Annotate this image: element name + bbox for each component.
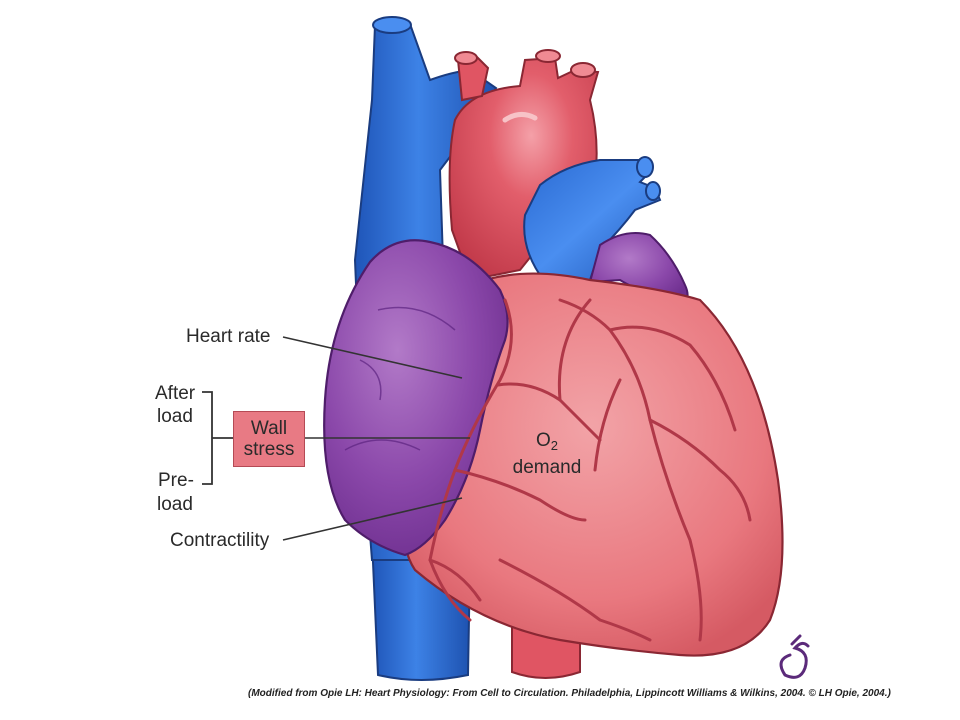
label-demand: demand <box>512 457 582 478</box>
aorta <box>448 56 600 282</box>
label-pre-load-1: Pre- <box>158 470 194 491</box>
coronary-arteries <box>428 298 752 642</box>
svc-opening <box>372 16 412 34</box>
label-heart-rate: Heart rate <box>186 326 271 347</box>
opie-logo <box>779 634 810 679</box>
label-pre-load-2: load <box>157 494 193 515</box>
label-stress: stress <box>243 439 295 460</box>
source-credit: (Modified from Opie LH: Heart Physiology… <box>248 688 891 699</box>
label-o2-demand: O2 demand <box>507 430 587 479</box>
label-after-load-1: After <box>155 383 196 404</box>
label-o2: O <box>535 430 551 451</box>
label-wall: Wall <box>250 418 288 439</box>
label-after-load-2: load <box>157 406 193 427</box>
leader-lines <box>282 336 470 541</box>
wall-stress-box: Wall stress <box>233 411 305 467</box>
pulmonary-artery <box>523 159 662 284</box>
load-bracket <box>202 391 233 485</box>
label-contractility: Contractility <box>170 530 270 551</box>
label-o2-subscript: 2 <box>550 438 558 453</box>
